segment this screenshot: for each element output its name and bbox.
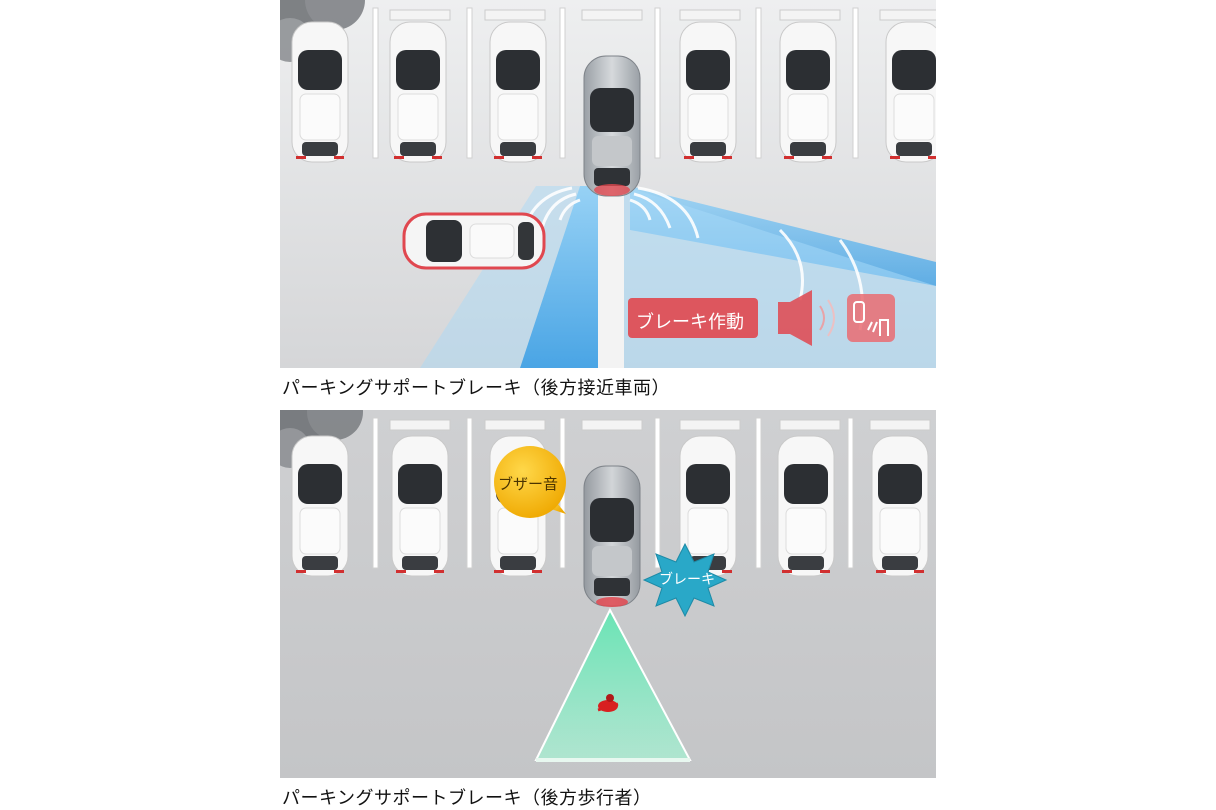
reversing-car	[583, 465, 641, 607]
reversing-car	[583, 55, 641, 197]
pedestrian-detection-area	[534, 607, 692, 762]
brake-alert-label: ブレーキ作動	[636, 312, 744, 333]
buzzer-label: ブザー音	[498, 475, 559, 493]
caption-rear-vehicle: パーキングサポートブレーキ（後方接近車両）	[282, 378, 670, 399]
parking-sensor-icon	[847, 294, 895, 342]
buzzer-bubble	[494, 446, 566, 518]
rear-pedestrian-illustration	[280, 410, 936, 778]
wheel-stops	[389, 419, 931, 431]
approaching-car	[402, 212, 546, 270]
brake-label: ブレーキ	[659, 572, 715, 588]
wheel-stops	[389, 9, 936, 21]
parking-lines	[372, 7, 859, 159]
caption-rear-pedestrian: パーキングサポートブレーキ（後方歩行者）	[282, 788, 652, 809]
brake-alert-badge	[628, 298, 758, 338]
rear-vehicle-illustration	[280, 0, 936, 368]
rear-pedestrian-scene: ブザー音 ブレーキ	[280, 410, 936, 778]
rear-vehicle-scene: ブレーキ作動	[280, 0, 936, 368]
pedestrian	[597, 694, 619, 712]
speaker-icon	[778, 290, 835, 346]
brake-burst	[642, 542, 728, 618]
